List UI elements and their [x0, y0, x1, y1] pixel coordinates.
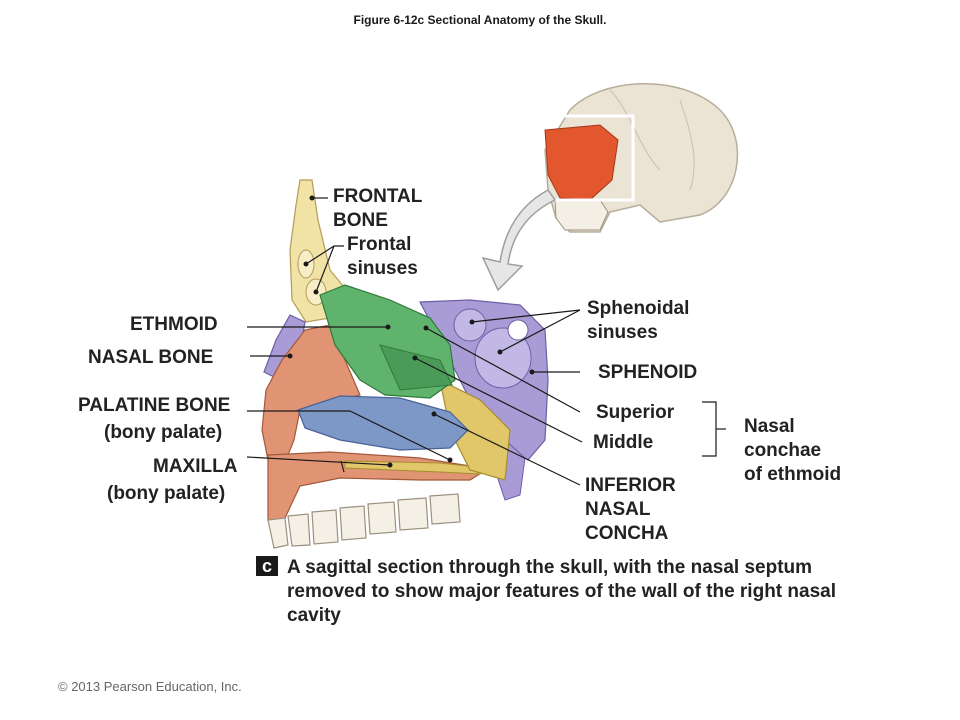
label-frontal-sinuses-line1: Frontal [347, 234, 412, 255]
label-nasal-conchae-line1: Nasal [744, 416, 795, 437]
caption-text: A sagittal section through the skull, wi… [287, 557, 836, 626]
pointer-arrow [481, 189, 557, 292]
inferior-nasal-concha [297, 395, 469, 451]
skull-thumbnail [539, 83, 739, 233]
label-nasal-conchae-line2: conchae [744, 440, 822, 461]
label-sphenoidal-sinuses-line1: Sphenoidal [587, 298, 690, 319]
label-frontal-bone: FRONTAL BONE [333, 185, 422, 233]
label-inferior-nasal-concha: INFERIOR NASAL CONCHA [585, 474, 676, 546]
label-nasal-conchae-line3: of ethmoid [744, 464, 842, 485]
label-nasal-bone: NASAL BONE [88, 347, 214, 368]
label-frontal-bone-line2: BONE [333, 210, 388, 231]
copyright-notice: © 2013 Pearson Education, Inc. [58, 679, 242, 694]
label-nasal-conchae: Nasal conchae of ethmoid [744, 415, 841, 487]
label-frontal-sinuses: Frontal sinuses [347, 233, 418, 281]
label-inferior-line1: INFERIOR [585, 475, 676, 496]
label-ethmoid: ETHMOID [130, 314, 218, 335]
label-maxilla-sub: (bony palate) [107, 483, 226, 504]
label-sphenoid: SPHENOID [598, 362, 698, 383]
label-frontal-bone-line1: FRONTAL [333, 186, 423, 207]
thumbnail-highlight-box [539, 114, 635, 202]
caption-badge: c [256, 556, 278, 576]
teeth [267, 493, 461, 549]
label-superior: Superior [596, 402, 675, 423]
leader-lines [246, 197, 726, 486]
label-middle: Middle [593, 432, 654, 453]
label-sphenoidal-sinuses-line2: sinuses [587, 322, 658, 343]
figure-title: Figure 6-12c Sectional Anatomy of the Sk… [353, 13, 607, 27]
label-inferior-line3: CONCHA [585, 523, 669, 544]
label-inferior-line2: NASAL [585, 499, 651, 520]
label-palatine-sub: (bony palate) [104, 422, 223, 443]
label-maxilla: MAXILLA [153, 456, 238, 477]
label-frontal-sinuses-line2: sinuses [347, 258, 418, 279]
label-palatine-bone: PALATINE BONE [78, 395, 231, 416]
label-sphenoidal-sinuses: Sphenoidal sinuses [587, 297, 689, 345]
leader-dots [287, 195, 535, 468]
